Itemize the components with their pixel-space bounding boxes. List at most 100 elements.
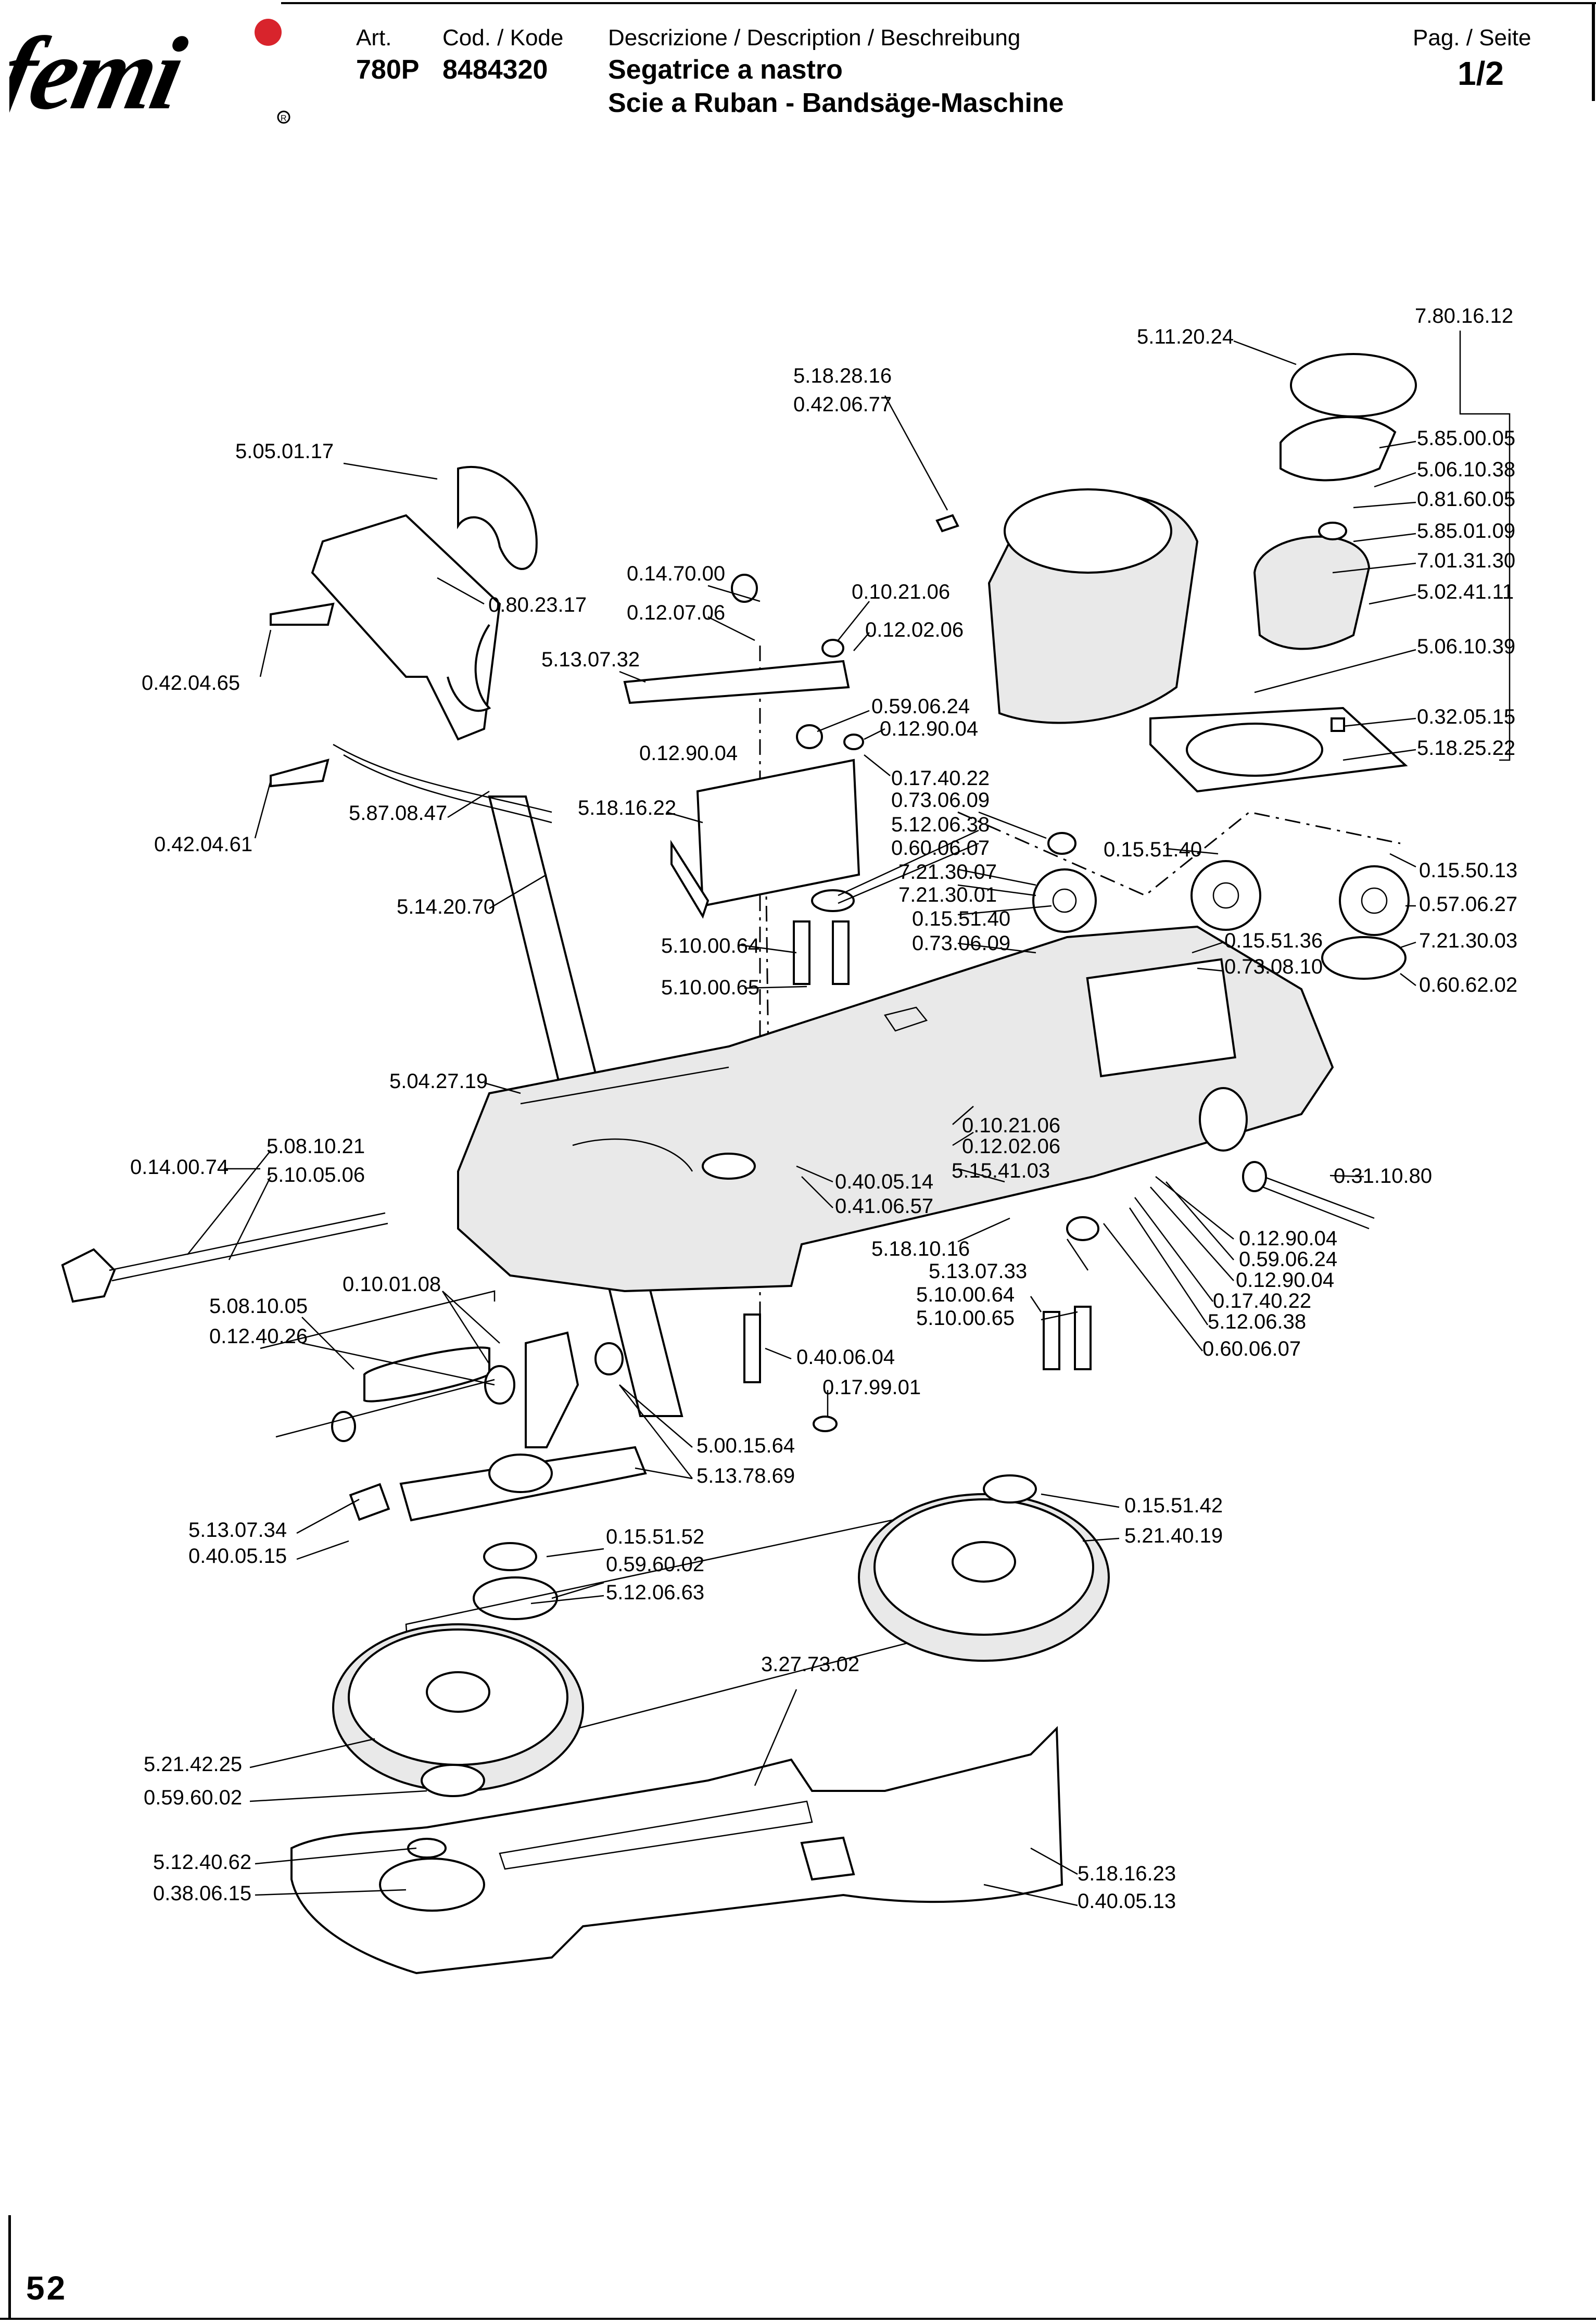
part-number-label: 0.14.70.00 [627, 562, 725, 585]
part-number-label: 0.17.40.22 [1213, 1290, 1311, 1312]
part-number-label: 0.12.90.04 [1239, 1227, 1337, 1250]
part-number-label: 5.08.10.21 [267, 1135, 365, 1158]
svg-text:femi: femi [9, 16, 195, 129]
frame-top-rule [281, 2, 1596, 4]
part-number-label: 0.40.05.14 [835, 1170, 933, 1193]
part-number-label: 0.31.10.80 [1334, 1165, 1432, 1188]
part-number-label: 0.41.06.57 [835, 1195, 933, 1218]
part-number-label: 0.15.51.36 [1224, 929, 1323, 952]
part-number-label: 5.10.00.64 [916, 1283, 1015, 1306]
part-number-label: 5.02.41.11 [1417, 580, 1514, 603]
femi-logo-icon: femi R [0, 16, 290, 131]
part-number-label: 0.59.60.02 [606, 1553, 704, 1576]
part-number-label: 0.12.90.04 [1236, 1269, 1334, 1292]
part-number-label: 7.01.31.30 [1417, 549, 1515, 572]
description-line-1: Segatrice a nastro [608, 55, 843, 85]
part-number-label: 0.80.23.17 [488, 593, 587, 616]
part-number-label: 5.10.00.64 [661, 934, 759, 957]
part-number-label: 5.85.01.09 [1417, 520, 1515, 542]
part-number-label: 0.12.02.06 [865, 618, 964, 641]
part-number-label: 0.12.07.06 [627, 601, 725, 624]
part-number-label: 0.57.06.27 [1419, 893, 1517, 916]
part-number-label: 7.21.30.07 [898, 861, 997, 883]
part-number-label: 5.08.10.05 [209, 1295, 308, 1318]
part-number-label: 5.11.20.24 [1137, 325, 1234, 348]
leader-lines [187, 331, 1511, 1906]
part-number-label: 5.06.10.39 [1417, 635, 1515, 658]
part-number-label: 5.10.00.65 [916, 1307, 1015, 1330]
part-number-label: 5.00.15.64 [696, 1434, 795, 1457]
page-value: 1/2 [1458, 55, 1504, 92]
part-number-label: 0.60.62.02 [1419, 974, 1517, 996]
part-number-label: 0.59.06.24 [1239, 1248, 1337, 1271]
part-number-label: 5.85.00.05 [1417, 427, 1515, 450]
part-number-label: 0.59.06.24 [871, 695, 970, 718]
code-value: 8484320 [442, 55, 548, 85]
description-line-2: Scie a Ruban - Bandsäge-Maschine [608, 88, 1064, 118]
part-number-label: 5.18.16.23 [1078, 1862, 1176, 1885]
part-number-label: 0.38.06.15 [153, 1882, 251, 1905]
part-number-label: 0.10.21.06 [852, 580, 950, 603]
frame-left-rule [8, 2215, 11, 2319]
saw-frame [457, 925, 1334, 1293]
brand-logo: femi R [0, 9, 290, 131]
part-number-label: 5.12.06.38 [1208, 1310, 1306, 1333]
svg-text:R: R [281, 114, 287, 123]
description-label: Descrizione / Description / Beschreibung [608, 25, 1021, 50]
part-number-label: 0.15.50.13 [1419, 859, 1517, 882]
blade-guide [623, 660, 860, 985]
part-number-label: 0.17.40.22 [891, 767, 990, 790]
part-number-label: 0.40.05.15 [188, 1545, 287, 1568]
part-number-label: 5.18.25.22 [1417, 737, 1515, 760]
part-number-label: 0.73.08.10 [1224, 955, 1323, 978]
part-number-label: 5.18.28.16 [793, 364, 892, 387]
part-number-label: 5.13.07.34 [188, 1519, 287, 1542]
part-number-label: 0.40.06.04 [796, 1346, 895, 1369]
part-number-label: 5.05.01.17 [235, 440, 334, 463]
part-number-label: 5.10.05.06 [267, 1164, 365, 1186]
part-number-label: 5.13.07.33 [929, 1260, 1027, 1283]
part-number-label: 0.14.00.74 [130, 1156, 229, 1179]
part-number-label: 5.12.40.62 [153, 1851, 251, 1874]
part-number-label: 0.12.90.04 [880, 717, 978, 740]
part-number-label: 0.17.99.01 [822, 1376, 921, 1399]
page-label: Pag. / Seite [1413, 25, 1531, 50]
part-number-label: 5.18.16.22 [578, 797, 676, 819]
code-label: Cod. / Kode [442, 25, 564, 50]
part-number-label: 0.15.51.52 [606, 1525, 704, 1548]
part-number-label: 5.10.00.65 [661, 976, 759, 999]
art-label: Art. [356, 25, 392, 50]
motor-assembly [987, 353, 1417, 793]
part-number-label: 5.15.41.03 [952, 1159, 1050, 1182]
part-number-label: 5.18.10.16 [871, 1237, 970, 1260]
wheel-assembly [290, 1446, 1110, 1975]
part-number-label: 7.80.16.12 [1415, 305, 1513, 327]
part-number-label: 0.81.60.05 [1417, 488, 1515, 511]
part-number-label: 0.73.06.09 [891, 789, 990, 812]
part-number-label: 0.12.02.06 [962, 1135, 1060, 1158]
part-number-label: 7.21.30.01 [898, 883, 997, 906]
part-number-label: 5.04.27.19 [389, 1070, 488, 1093]
art-value: 780P [356, 55, 420, 85]
page-number: 52 [26, 2269, 68, 2307]
part-number-label: 0.73.06.09 [912, 932, 1010, 955]
part-number-label: 5.13.78.69 [696, 1464, 795, 1487]
part-number-label: 0.60.06.07 [1202, 1337, 1301, 1360]
part-number-label: 5.21.42.25 [144, 1753, 242, 1776]
part-number-label: 5.12.06.38 [891, 813, 990, 836]
part-number-label: 5.14.20.70 [397, 895, 495, 918]
part-number-label: 0.32.05.15 [1417, 705, 1515, 728]
part-number-label: 0.12.40.26 [209, 1325, 308, 1348]
part-number-label: 0.42.04.65 [142, 672, 240, 694]
part-number-label: 0.59.60.02 [144, 1786, 242, 1809]
part-number-label: 5.87.08.47 [349, 802, 447, 825]
part-number-label: 5.13.07.32 [541, 648, 640, 671]
part-label-group: 7.80.16.125.11.20.245.18.28.160.42.06.77… [130, 305, 1517, 1913]
part-number-label: 0.42.04.61 [154, 833, 252, 856]
part-number-label: 5.12.06.63 [606, 1581, 704, 1604]
part-number-label: 0.15.51.40 [1104, 838, 1202, 861]
frame-right-rule [1592, 2, 1595, 101]
part-number-label: 0.10.01.08 [343, 1273, 441, 1296]
part-number-label: 5.21.40.19 [1124, 1524, 1223, 1547]
